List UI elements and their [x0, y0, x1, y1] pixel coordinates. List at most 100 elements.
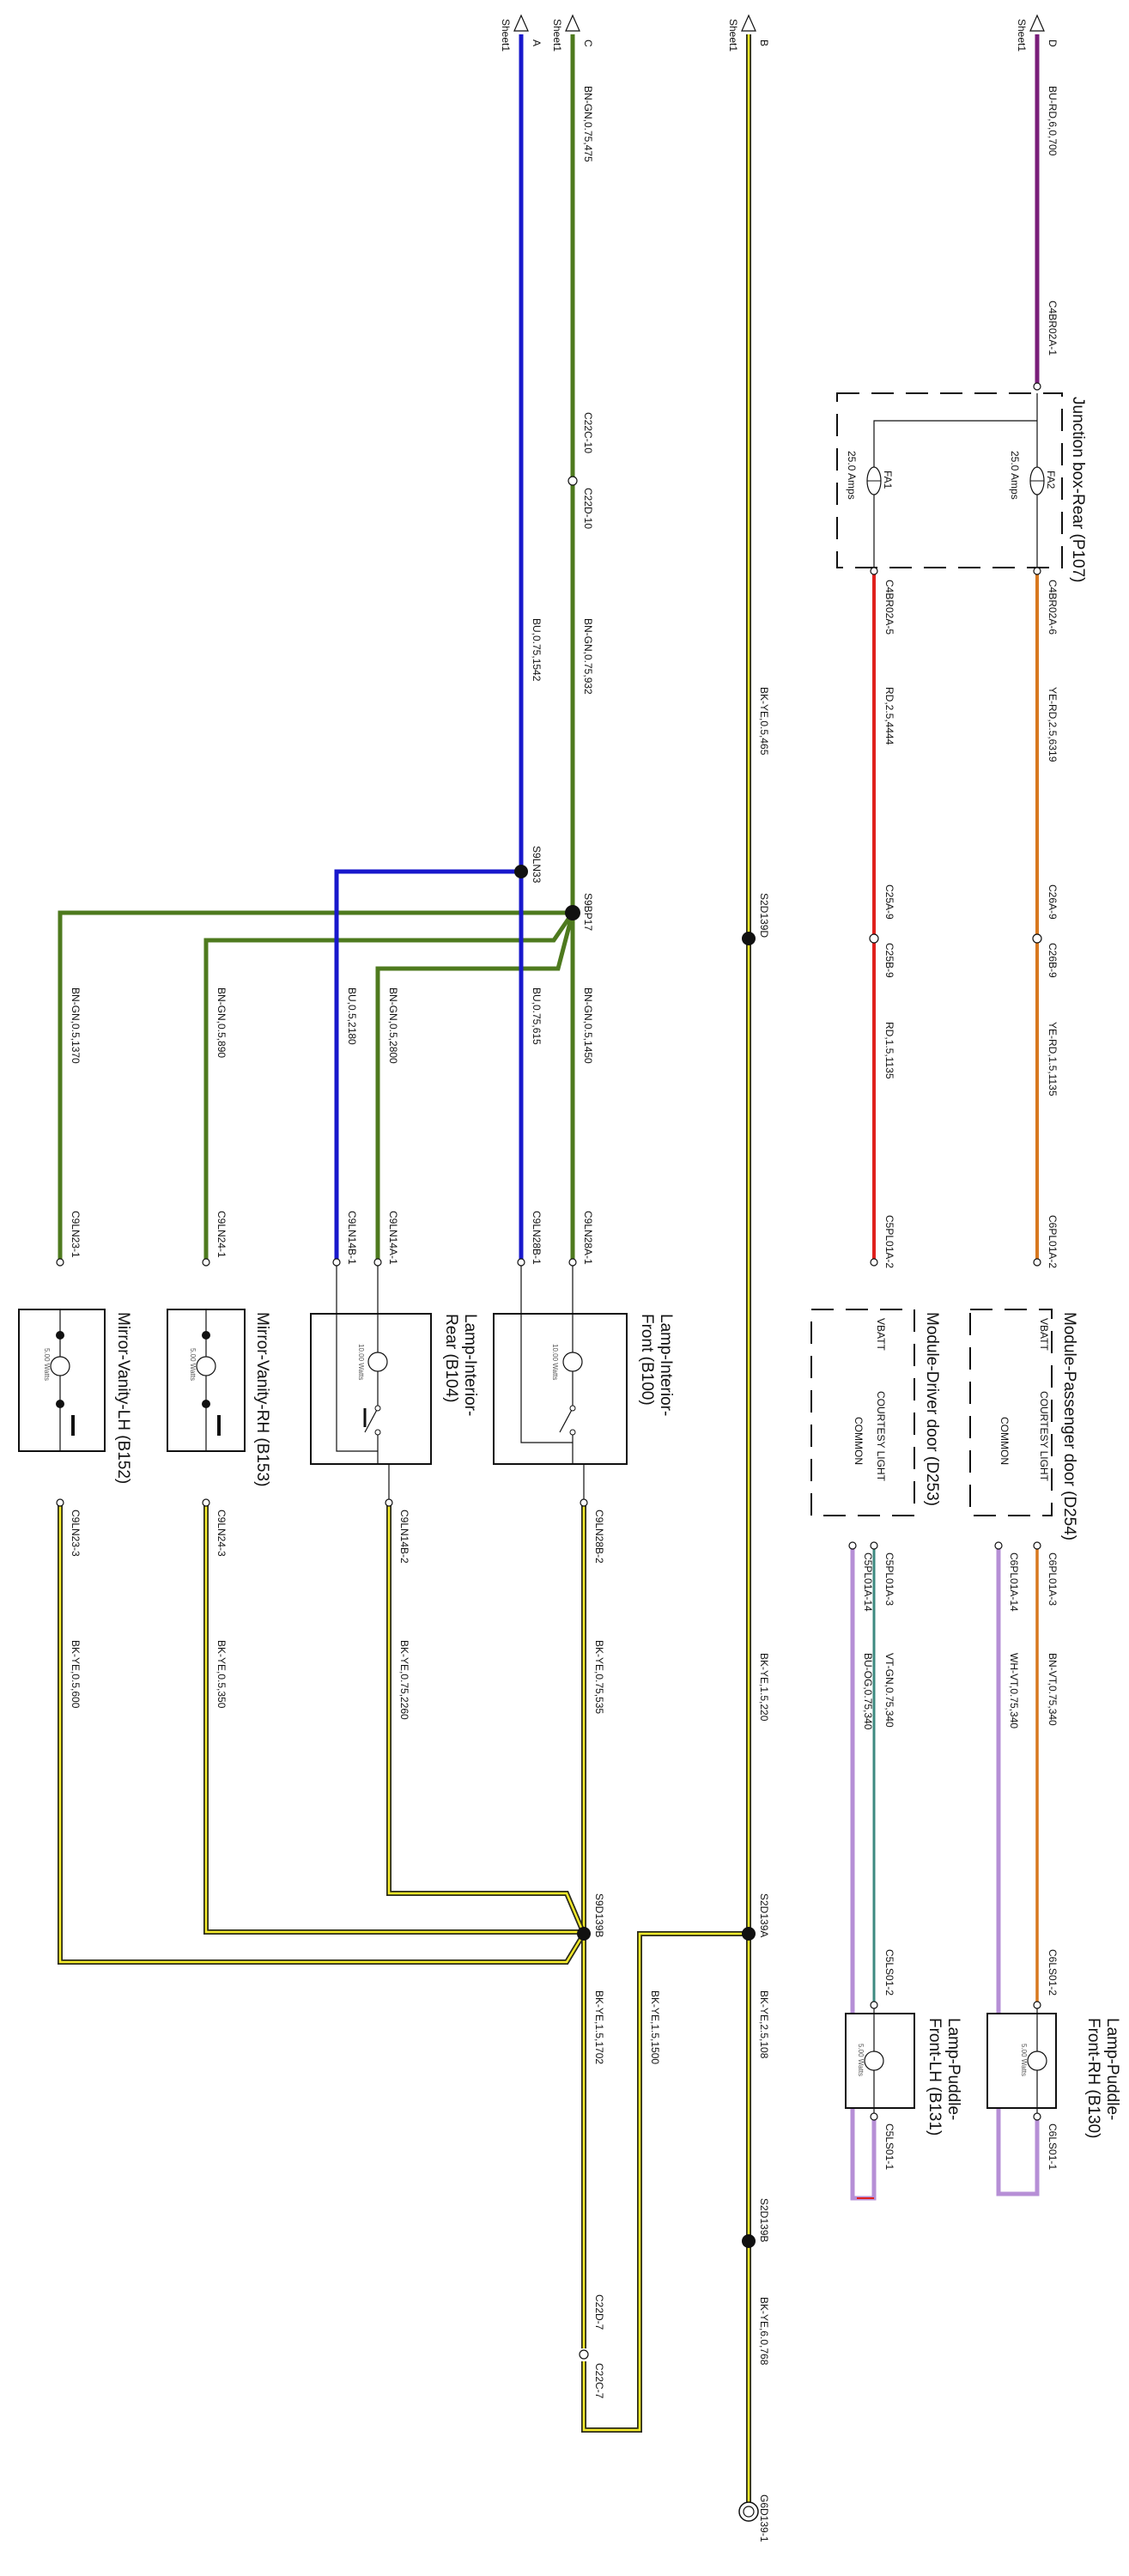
- lamp-wattage: 5.00 Watts: [1020, 2044, 1028, 2076]
- sheet-ref-d[interactable]: D Sheet1: [1016, 14, 1059, 52]
- splice-s2d139a[interactable]: [742, 1927, 756, 1941]
- svg-text:BN-VT,0.75,340: BN-VT,0.75,340: [1047, 1653, 1059, 1726]
- junction-box-title: Junction box-Rear (P107): [1069, 397, 1087, 583]
- svg-text:C9LN23-1: C9LN23-1: [70, 1211, 82, 1258]
- mirror-vanity-rh[interactable]: 5.00 Watts Mirror-Vanity-RH (B153): [167, 1309, 271, 1486]
- lamp-title: Mirror-Vanity-LH (B152): [114, 1312, 132, 1484]
- sheet-ref-letter: D: [1047, 39, 1059, 47]
- lamp-wattage: 5.00 Watts: [43, 1348, 51, 1381]
- svg-text:C9LN28B-2: C9LN28B-2: [593, 1510, 605, 1564]
- splice-s9d139b[interactable]: [577, 1927, 591, 1941]
- lamp-title: Rear (B104): [442, 1314, 460, 1403]
- svg-text:BN-GN,0.75,475: BN-GN,0.75,475: [582, 86, 594, 162]
- module-driver-door[interactable]: Module-Driver door (D253) VBATT COURTESY…: [810, 1309, 941, 1516]
- svg-text:C5PL01A-14: C5PL01A-14: [862, 1552, 874, 1612]
- svg-text:C6PL01A-3: C6PL01A-3: [1047, 1552, 1059, 1606]
- sheet-ref-b[interactable]: B Sheet1: [727, 14, 770, 52]
- sheet-ref-c[interactable]: C Sheet1: [551, 14, 594, 52]
- svg-text:C22D-10: C22D-10: [582, 488, 594, 529]
- svg-text:BN-GN,0.5,890: BN-GN,0.5,890: [215, 987, 228, 1058]
- module-terminal-courtesy: COURTESY LIGHT: [1038, 1391, 1050, 1482]
- lamp-title: Lamp-Interior-: [461, 1314, 479, 1416]
- svg-text:YE-RD,2.5,6319: YE-RD,2.5,6319: [1047, 687, 1059, 762]
- svg-text:BK-YE,1.5,1702: BK-YE,1.5,1702: [593, 1990, 605, 2064]
- module-terminal-vbatt: VBATT: [875, 1318, 887, 1351]
- svg-text:RD,1.5,1135: RD,1.5,1135: [883, 1022, 895, 1079]
- svg-text:BU,0.75,1542: BU,0.75,1542: [531, 618, 543, 682]
- lamp-interior-front[interactable]: 10.00 Watts Lamp-Interior- Front (B100): [493, 1262, 675, 1503]
- svg-text:C9LN28B-1: C9LN28B-1: [531, 1211, 543, 1265]
- splice-s9ln33[interactable]: [514, 865, 528, 878]
- module-passenger-door[interactable]: Module-Passenger door (D254) VBATT COURT…: [969, 1309, 1078, 1540]
- ground-label: G6D139-1: [758, 2494, 770, 2543]
- sheet-ref-label: Sheet1: [727, 19, 739, 52]
- junction-box-rear[interactable]: Junction box-Rear (P107) FA2 25.0 Amps F…: [836, 392, 1087, 583]
- splice-s2d139d[interactable]: [742, 932, 756, 945]
- mirror-vanity-lh[interactable]: 5.00 Watts Mirror-Vanity-LH (B152): [18, 1309, 132, 1484]
- svg-text:VT-GN,0.75,340: VT-GN,0.75,340: [883, 1653, 895, 1728]
- svg-text:C6PL01A-14: C6PL01A-14: [1008, 1552, 1020, 1612]
- lamp-interior-rear[interactable]: 10.00 Watts Lamp-Interior- Rear (B104): [310, 1262, 479, 1503]
- fuse-label: FA1: [882, 471, 894, 489]
- svg-text:BK-YE,6.0,768: BK-YE,6.0,768: [758, 2297, 770, 2366]
- svg-text:C9LN14B-2: C9LN14B-2: [398, 1510, 410, 1564]
- wire-bn-gn-1370: [58, 910, 573, 1262]
- lamp-title: Lamp-Puddle-: [944, 2018, 962, 2120]
- sheet-ref-label: Sheet1: [1016, 19, 1028, 52]
- wire-bk-ye-grounds: [58, 1503, 749, 2433]
- svg-text:C5LS01-1: C5LS01-1: [883, 2123, 895, 2170]
- sheet-ref-label: Sheet1: [500, 19, 512, 52]
- svg-text:BN-GN,0.5,2800: BN-GN,0.5,2800: [387, 987, 399, 1064]
- svg-text:C5PL01A-3: C5PL01A-3: [883, 1552, 895, 1606]
- fuse-fa1[interactable]: FA1 25.0 Amps: [846, 448, 894, 571]
- svg-text:C9LN14A-1: C9LN14A-1: [387, 1211, 399, 1265]
- svg-text:C22D-7: C22D-7: [593, 2294, 605, 2330]
- module-title: Module-Driver door (D253): [923, 1312, 941, 1506]
- svg-text:C9LN28A-1: C9LN28A-1: [582, 1211, 594, 1265]
- svg-text:S9LN33: S9LN33: [531, 846, 543, 884]
- svg-text:BK-YE,1.5,220: BK-YE,1.5,220: [758, 1653, 770, 1722]
- svg-text:BK-YE,1.5,1500: BK-YE,1.5,1500: [649, 1990, 661, 2064]
- lamp-title: Front-RH (B130): [1084, 2018, 1102, 2138]
- fuse-fa2[interactable]: FA2 25.0 Amps: [1009, 448, 1057, 571]
- sheet-ref-a[interactable]: A Sheet1: [500, 14, 543, 52]
- ground-symbol[interactable]: G6D139-1: [738, 2494, 770, 2543]
- svg-text:BK-YE,2.5,108: BK-YE,2.5,108: [758, 1990, 770, 2059]
- sheet-ref-label: Sheet1: [551, 19, 563, 52]
- svg-text:C9LN14B-1: C9LN14B-1: [346, 1211, 358, 1265]
- fuse-rating: 25.0 Amps: [846, 451, 858, 500]
- svg-text:BK-YE,0.5,350: BK-YE,0.5,350: [215, 1640, 228, 1709]
- sheet-ref-letter: A: [531, 39, 543, 46]
- svg-text:C4BR02A-1: C4BR02A-1: [1047, 301, 1059, 355]
- connector-labels: C4BR02A-1 C4BR02A-6 C4BR02A-5 C26A-9 C26…: [70, 301, 1059, 2399]
- svg-text:C6LS01-1: C6LS01-1: [1047, 2123, 1059, 2170]
- svg-text:WH-VT,0.75,340: WH-VT,0.75,340: [1008, 1653, 1020, 1728]
- svg-text:BN-GN,0.5,1370: BN-GN,0.5,1370: [70, 987, 82, 1064]
- svg-text:BN-GN,0.5,1450: BN-GN,0.5,1450: [582, 987, 594, 1064]
- splice-s2d139b[interactable]: [742, 2234, 756, 2248]
- svg-text:YE-RD,1.5,1135: YE-RD,1.5,1135: [1047, 1022, 1059, 1097]
- svg-text:C6LS01-2: C6LS01-2: [1047, 1949, 1059, 1996]
- svg-text:C5LS01-2: C5LS01-2: [883, 1949, 895, 1996]
- fuse-rating: 25.0 Amps: [1009, 451, 1021, 500]
- svg-text:C4BR02A-6: C4BR02A-6: [1047, 580, 1059, 635]
- module-terminal-vbatt: VBATT: [1038, 1318, 1050, 1351]
- splice-s9bp17[interactable]: [565, 905, 580, 920]
- svg-text:C26A-9: C26A-9: [1047, 884, 1059, 920]
- svg-text:C9LN24-3: C9LN24-3: [215, 1510, 228, 1557]
- lamp-puddle-front-rh[interactable]: 5.00 Watts Lamp-Puddle- Front-RH (B130): [986, 2005, 1121, 2138]
- svg-text:BK-YE,0.75,2260: BK-YE,0.75,2260: [398, 1640, 410, 1720]
- module-terminal-common: COMMON: [853, 1417, 865, 1465]
- connector-pins: [56, 382, 1042, 2360]
- module-terminal-courtesy: COURTESY LIGHT: [875, 1391, 887, 1482]
- lamp-wattage: 10.00 Watts: [357, 1344, 365, 1380]
- lamp-puddle-front-lh[interactable]: 5.00 Watts Lamp-Puddle- Front-LH (B131): [845, 2005, 962, 2136]
- lamp-title: Front (B100): [638, 1314, 656, 1406]
- module-title: Module-Passenger door (D254): [1060, 1312, 1078, 1540]
- svg-text:BK-YE,0.5,600: BK-YE,0.5,600: [70, 1640, 82, 1709]
- svg-text:S9BP17: S9BP17: [582, 893, 594, 931]
- lamp-title: Lamp-Puddle-: [1103, 2018, 1121, 2120]
- svg-text:S2D139A: S2D139A: [758, 1893, 770, 1937]
- wire-bn-gn-2800: [375, 912, 575, 1262]
